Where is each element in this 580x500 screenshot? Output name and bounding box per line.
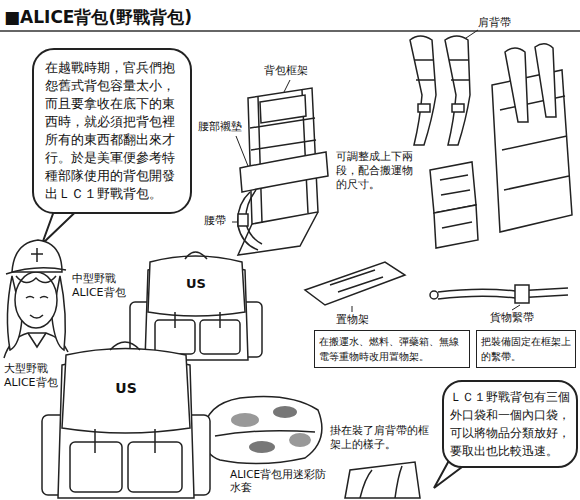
- cargo-strap: [430, 285, 568, 303]
- pack-frame: [250, 118, 316, 150]
- part-label: 掛在裝了肩背帶的框架上的樣子。: [330, 424, 438, 452]
- cargo-shelf: [305, 262, 405, 305]
- part-label: 貨物繫帶: [490, 311, 540, 324]
- woman-figure: [30, 315, 43, 318]
- cargo-strap: [438, 288, 568, 292]
- camouflage-cover: [289, 433, 311, 447]
- medium-backpack: [175, 312, 220, 328]
- part-label: 可調整成上下兩段，配合搬運物的尺寸。: [336, 150, 418, 191]
- part-label: 大型野戰 ALICE背包: [4, 362, 62, 390]
- leader-line: [466, 30, 478, 38]
- camouflage-cover: [249, 441, 275, 453]
- large-backpack: [70, 442, 122, 492]
- camouflage-cover: [231, 413, 259, 427]
- camouflage-cover: [204, 397, 321, 464]
- adjustable-frame: [430, 162, 476, 213]
- frame-partial: [360, 466, 402, 498]
- page-title: ■ALICE背包(野戰背包): [4, 6, 192, 29]
- part-label: 腰帶: [204, 214, 230, 227]
- medium-backpack: [148, 256, 245, 316]
- node-text: 在搬運水、燃料、彈藥箱、無線電等重物時改用置物架。: [319, 334, 465, 364]
- part-label: 背包框架: [264, 64, 320, 78]
- woman-figure: [31, 248, 43, 262]
- note-box: 把裝備固定在框架上的繫帶。: [476, 330, 576, 368]
- leader-line: [236, 136, 248, 166]
- speech-bubble: 在越戰時期，官兵們抱怨舊式背包容量太小，而且要拿收在底下的東西時，就必須把背包裡…: [32, 48, 192, 214]
- frame-with-straps: [535, 44, 556, 117]
- camouflage-cover: [273, 406, 297, 418]
- title-rule: [0, 30, 580, 32]
- leader-line: [232, 222, 238, 223]
- pack-marking: US: [180, 276, 212, 292]
- adjustable-frame: [434, 205, 478, 248]
- note-box: 在搬運水、燃料、彈藥箱、無線電等重物時改用置物架。: [314, 330, 470, 368]
- woman-figure: [26, 297, 48, 299]
- leader-line: [232, 30, 520, 312]
- adjustable-frame: [440, 175, 472, 228]
- large-backpack: [62, 349, 190, 434]
- speech-bubble: ＬＣ１野戰背包有三個外口袋和一個內口袋，可以將物品分類放好，要取出也比較迅速。: [442, 380, 578, 468]
- large-backpack: [110, 342, 140, 350]
- woman-figure: [4, 240, 68, 358]
- part-label: ALICE背包用迷彩防水套: [230, 468, 330, 494]
- cargo-strap: [430, 291, 438, 299]
- woman-figure: [28, 333, 46, 347]
- frame-partial: [345, 462, 420, 498]
- woman-figure: [6, 268, 66, 274]
- large-backpack: [42, 342, 210, 498]
- shoulder-straps: [414, 60, 470, 80]
- leader-line: [352, 306, 353, 312]
- cargo-shelf: [305, 262, 405, 305]
- shoulder-straps: [410, 36, 470, 145]
- leader-line: [284, 80, 290, 92]
- leader-line: [512, 305, 520, 310]
- part-label: 腰部襯墊: [198, 120, 244, 133]
- node-text: 把裝備固定在框架上的繫帶。: [481, 334, 571, 364]
- part-label: 肩背帶: [478, 16, 522, 30]
- node-text: ＬＣ１野戰背包有三個外口袋和一個內口袋，可以將物品分類放好，要取出也比較迅速。: [450, 388, 570, 460]
- frame-partial: [345, 462, 420, 498]
- pack-marking: US: [110, 380, 142, 398]
- part-label: 中型野戰 ALICE背包: [72, 272, 132, 300]
- frame-with-straps: [500, 96, 569, 190]
- shoulder-straps: [418, 104, 430, 112]
- part-label: 置物架: [336, 313, 376, 326]
- camouflage-cover: [204, 397, 321, 464]
- cargo-strap: [438, 295, 568, 299]
- medium-backpack: [130, 252, 262, 360]
- medium-backpack: [185, 252, 207, 259]
- pack-frame: [260, 95, 306, 123]
- shoulder-straps: [410, 36, 436, 145]
- woman-figure: [16, 276, 56, 283]
- large-backpack: [95, 429, 155, 453]
- pack-frame: [238, 214, 248, 226]
- shoulder-straps: [452, 104, 464, 112]
- pack-frame: [238, 192, 258, 250]
- frame-with-straps: [492, 44, 572, 232]
- camouflage-cover: [215, 431, 315, 436]
- pack-frame: [238, 88, 328, 255]
- cargo-strap: [515, 285, 529, 303]
- cargo-shelf: [330, 270, 383, 292]
- pack-frame: [240, 152, 328, 192]
- woman-figure: [15, 272, 57, 328]
- frame-with-straps: [492, 70, 572, 232]
- adjustable-frame: [430, 162, 478, 248]
- node-text: 在越戰時期，官兵們抱怨舊式背包容量太小，而且要拿收在底下的東西時，就必須把背包裡…: [45, 59, 179, 203]
- frame-with-straps: [505, 48, 528, 122]
- shoulder-straps: [445, 36, 470, 145]
